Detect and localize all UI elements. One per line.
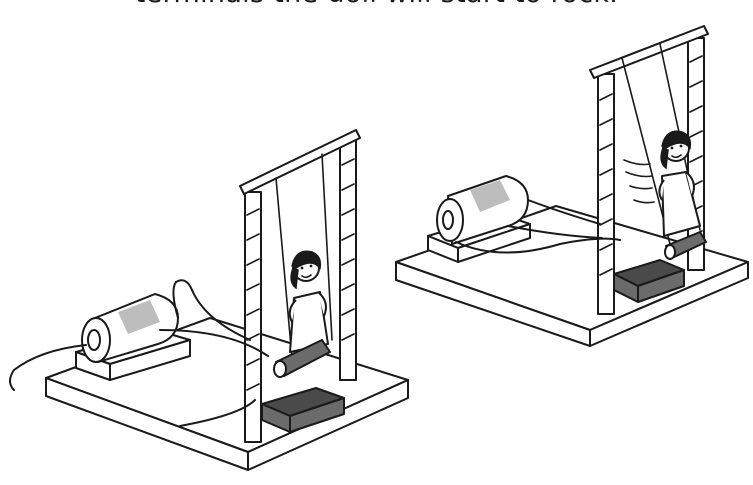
setup-swinging: [396, 26, 748, 346]
doll-at-rest: [290, 251, 328, 352]
setup-at-rest: [10, 130, 408, 470]
